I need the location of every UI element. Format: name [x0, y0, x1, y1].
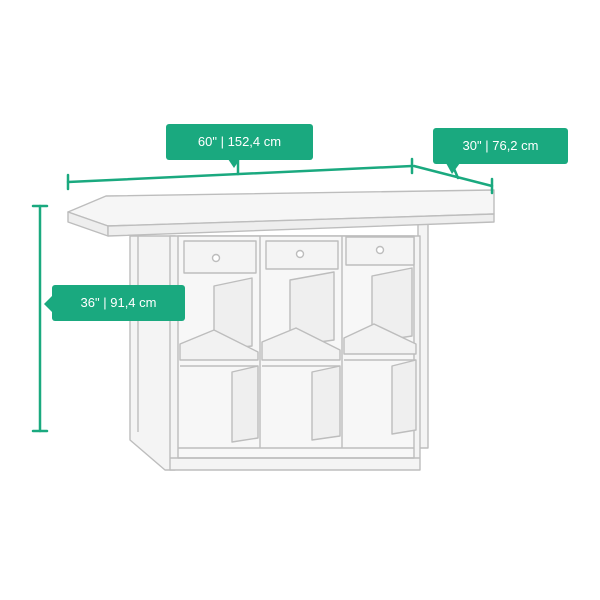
- depth-imperial: 30": [462, 138, 482, 153]
- drawer-knob-center: [295, 249, 305, 259]
- shelf-left: [179, 329, 259, 361]
- drawer-left: [183, 240, 257, 274]
- height-metric: 91,4 cm: [110, 295, 157, 310]
- shelf-center: [261, 327, 341, 361]
- height-imperial: 36": [80, 295, 100, 310]
- width-separator: |: [220, 134, 224, 149]
- height-separator: |: [103, 295, 107, 310]
- width-imperial: 60": [197, 134, 217, 149]
- cubby-upper-right: [371, 267, 413, 343]
- width-dimension-line: [66, 164, 414, 184]
- depth-separator: |: [485, 138, 489, 153]
- width-metric: 152,4 cm: [227, 134, 282, 149]
- drawer-knob-right: [375, 245, 385, 255]
- cubby-lower-left: [231, 365, 259, 443]
- label-pointers: [44, 159, 460, 312]
- depth-metric: 76,2 cm: [492, 138, 539, 153]
- craft-table-illustration: [67, 189, 495, 471]
- width-dimension-label: 60" | 152,4 cm: [166, 124, 313, 160]
- height-dimension-label: 36" | 91,4 cm: [52, 285, 185, 321]
- cubby-upper-left: [213, 277, 253, 351]
- cubby-lower-center: [311, 365, 341, 441]
- depth-dimension-line: [412, 164, 494, 188]
- cubby-upper-center: [289, 271, 335, 347]
- cubby-lower-right: [391, 359, 417, 435]
- depth-dimension-label: 30" | 76,2 cm: [433, 128, 568, 164]
- shelf-right: [343, 323, 417, 355]
- drawer-knob-left: [211, 253, 221, 263]
- dimension-lines: [31, 157, 494, 433]
- left-side-panel: [129, 235, 176, 471]
